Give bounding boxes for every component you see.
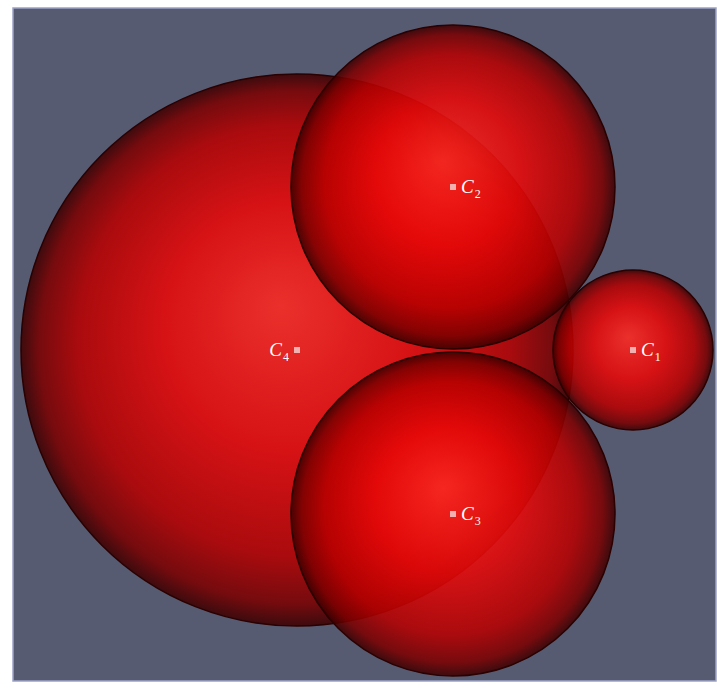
centre-label: C1 <box>641 339 661 365</box>
point-name: C <box>461 176 474 197</box>
background-panel <box>13 8 716 681</box>
point-subscript: 3 <box>475 514 481 528</box>
sphere-shape <box>290 351 616 677</box>
centre-label: C4 <box>269 339 289 365</box>
point-name: C <box>641 339 654 360</box>
point-subscript: 2 <box>475 187 481 201</box>
sphere: C1 <box>552 269 714 431</box>
point-name: C <box>269 339 282 360</box>
point-name: C <box>461 503 474 524</box>
centre-label: C3 <box>461 503 481 529</box>
centre-label: C2 <box>461 176 481 202</box>
centre-point <box>450 511 456 517</box>
sphere-shape <box>290 24 616 350</box>
centre-point <box>630 347 636 353</box>
sphere-body <box>291 25 615 349</box>
sphere-shape <box>552 269 714 431</box>
centre-point <box>450 184 456 190</box>
centre-point <box>294 347 300 353</box>
sphere: C2 <box>290 24 616 350</box>
sphere-body <box>553 270 713 430</box>
point-subscript: 4 <box>283 350 289 364</box>
sphere: C3 <box>290 351 616 677</box>
sphere-body <box>291 352 615 676</box>
point-subscript: 1 <box>655 350 661 364</box>
